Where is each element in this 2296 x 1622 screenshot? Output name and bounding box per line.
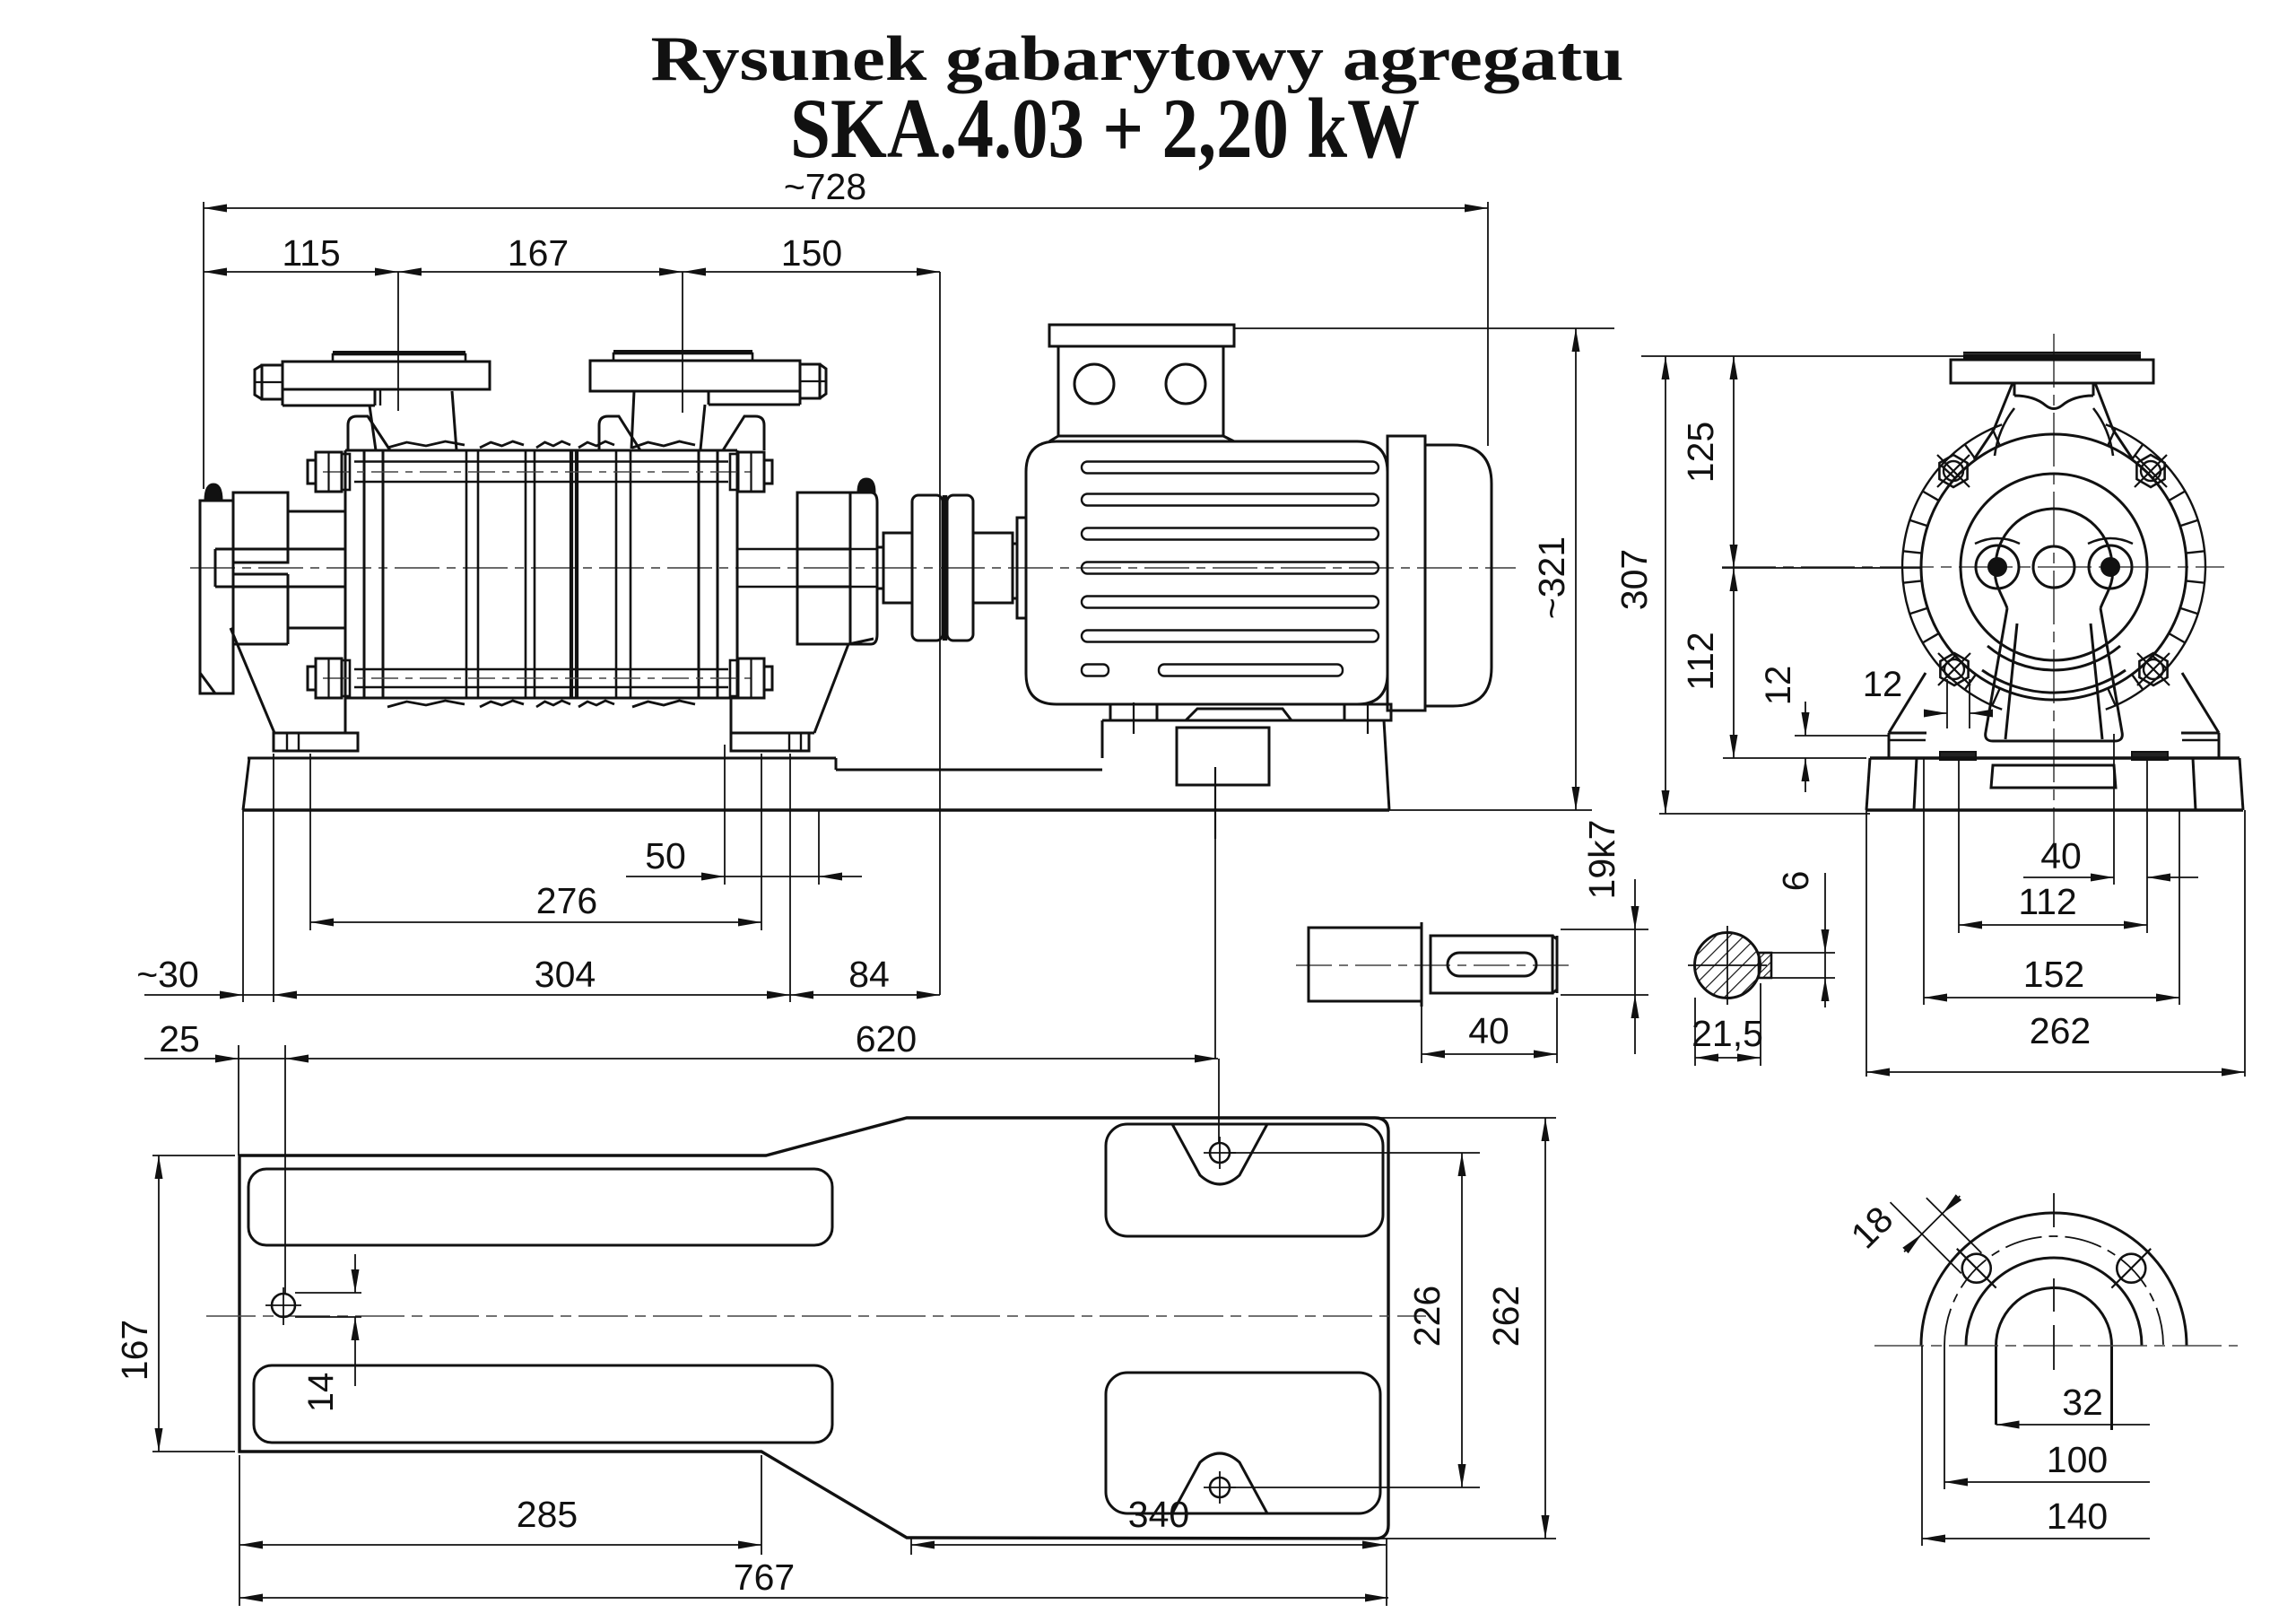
svg-text:19k7: 19k7: [1581, 820, 1622, 900]
svg-text:167: 167: [508, 232, 569, 274]
svg-text:112: 112: [1680, 632, 1721, 690]
svg-text:285: 285: [517, 1494, 578, 1535]
svg-text:150: 150: [781, 232, 842, 274]
svg-text:~30: ~30: [136, 954, 199, 995]
svg-text:12: 12: [1863, 665, 1903, 704]
svg-text:262: 262: [2030, 1010, 2091, 1051]
svg-text:262: 262: [1485, 1286, 1526, 1347]
svg-text:21,5: 21,5: [1692, 1013, 1763, 1054]
svg-text:40: 40: [1468, 1010, 1509, 1051]
svg-text:340: 340: [1128, 1494, 1189, 1535]
svg-text:40: 40: [2040, 835, 2082, 876]
svg-text:620: 620: [856, 1018, 917, 1060]
svg-text:6: 6: [1775, 871, 1816, 892]
svg-text:~728: ~728: [784, 166, 866, 207]
svg-text:226: 226: [1406, 1286, 1448, 1347]
svg-text:140: 140: [2047, 1496, 2108, 1537]
svg-text:307: 307: [1613, 549, 1655, 610]
svg-text:32: 32: [2062, 1382, 2103, 1423]
svg-text:115: 115: [282, 232, 340, 274]
svg-text:152: 152: [2023, 954, 2084, 995]
svg-text:Rysunek gabarytowy agregatu: Rysunek gabarytowy agregatu: [651, 24, 1624, 94]
svg-text:12: 12: [1759, 666, 1798, 706]
svg-text:SKA.4.03 + 2,20 kW: SKA.4.03 + 2,20 kW: [790, 81, 1420, 176]
svg-text:14: 14: [301, 1373, 341, 1413]
svg-text:100: 100: [2047, 1439, 2108, 1480]
svg-text:25: 25: [159, 1018, 200, 1060]
svg-text:767: 767: [734, 1557, 795, 1598]
svg-text:84: 84: [848, 954, 890, 995]
svg-text:112: 112: [2018, 881, 2076, 922]
svg-text:50: 50: [645, 835, 686, 876]
svg-text:~321: ~321: [1531, 536, 1572, 619]
svg-text:276: 276: [536, 880, 597, 921]
svg-text:167: 167: [114, 1320, 155, 1381]
svg-text:304: 304: [535, 954, 596, 995]
svg-text:125: 125: [1680, 422, 1721, 483]
